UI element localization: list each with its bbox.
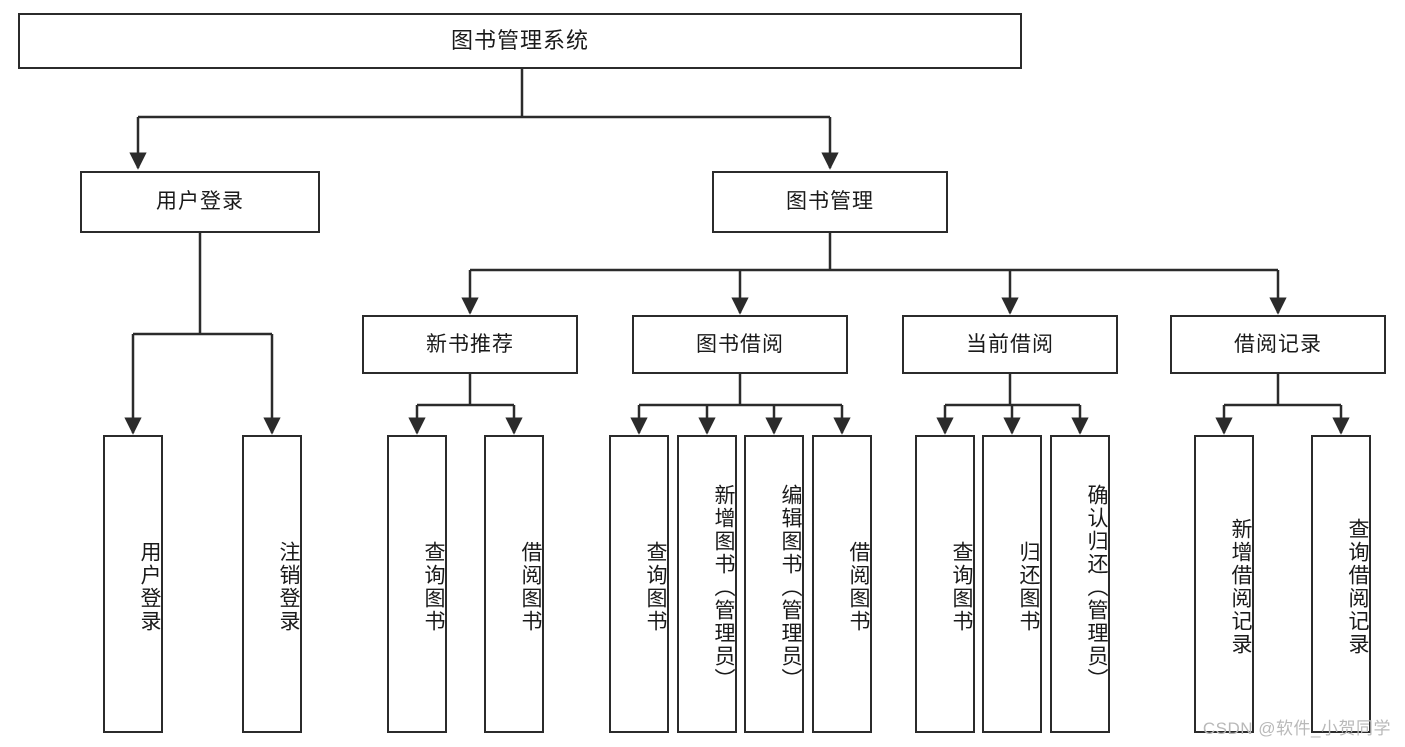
leaf-borrow-query-book[interactable]: 查询图书 [609,435,669,733]
leaf-record-query-record[interactable]: 查询借阅记录 [1311,435,1371,733]
node-book-management[interactable]: 图书管理 [712,171,948,233]
leaf-user-login-signout[interactable]: 注销登录 [242,435,302,733]
leaf-record-add-record[interactable]: 新增借阅记录 [1194,435,1254,733]
leaf-newbook-query[interactable]: 查询图书 [387,435,447,733]
node-borrow-record[interactable]: 借阅记录 [1170,315,1386,374]
leaf-current-query-book[interactable]: 查询图书 [915,435,975,733]
node-current-borrow[interactable]: 当前借阅 [902,315,1118,374]
leaf-current-return-book[interactable]: 归还图书 [982,435,1042,733]
node-root[interactable]: 图书管理系统 [18,13,1022,69]
leaf-newbook-borrow[interactable]: 借阅图书 [484,435,544,733]
node-user-login[interactable]: 用户登录 [80,171,320,233]
watermark: CSDN @软件_小贺同学 [1202,719,1391,738]
leaf-borrow-lend-book[interactable]: 借阅图书 [812,435,872,733]
node-book-borrow[interactable]: 图书借阅 [632,315,848,374]
leaf-borrow-add-book-admin[interactable]: 新增图书（管理员） [677,435,737,733]
leaf-user-login-signin[interactable]: 用户登录 [103,435,163,733]
node-new-book-recommend[interactable]: 新书推荐 [362,315,578,374]
leaf-borrow-edit-book-admin[interactable]: 编辑图书（管理员） [744,435,804,733]
leaf-current-confirm-return-admin[interactable]: 确认归还（管理员） [1050,435,1110,733]
